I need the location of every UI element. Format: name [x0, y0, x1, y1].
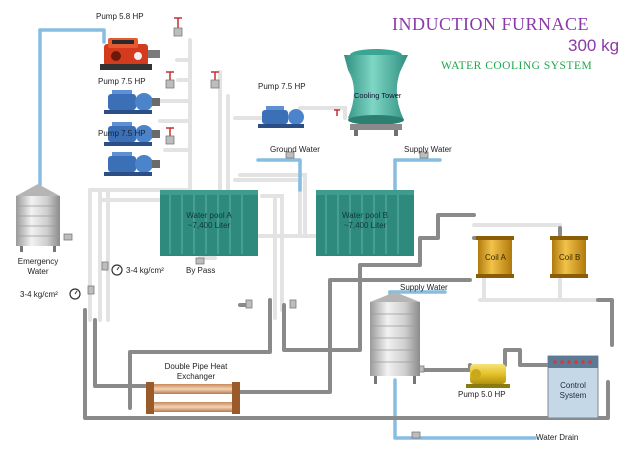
label-heat-exchanger: Double Pipe Heat Exchanger — [164, 362, 228, 381]
label-pump-75-a: Pump 7.5 HP — [98, 77, 146, 86]
valve-icons — [166, 17, 340, 136]
label-pump-75-c: Pump 7.5 HP — [258, 82, 306, 91]
coil-b-icon — [550, 236, 588, 278]
label-coil-b: Coil B — [559, 253, 581, 262]
pressure-gauge-icon-1 — [111, 264, 123, 276]
heat-exchanger-icon — [146, 382, 240, 414]
pipe-grey-hx-to-pool — [128, 298, 272, 410]
water-pool-b — [316, 190, 414, 256]
control-system-icon — [547, 355, 599, 419]
label-coil-a: Coil A — [485, 253, 506, 262]
pump-50-icon — [466, 364, 510, 388]
pipe-grey-coil-return — [596, 298, 614, 347]
engine-pump-icon — [100, 38, 160, 70]
emergency-tank-icon — [16, 184, 60, 252]
pipe-grey-pool-b — [282, 213, 476, 352]
label-pool-a-name: Water pool A — [186, 211, 232, 220]
pipe-grey-pump50-out — [503, 348, 562, 367]
label-pump-50: Pump 5.0 HP — [458, 390, 506, 399]
label-bypass: By Pass — [186, 266, 216, 275]
pump-icon-3 — [104, 152, 160, 176]
light-pipes — [88, 38, 612, 322]
pipe-blue-drain — [393, 378, 537, 440]
pump-icon-2 — [104, 122, 160, 146]
pressure-gauge-icon-2 — [69, 288, 81, 300]
pipe-blue-emergency — [38, 28, 106, 44]
label-ground-water: Ground Water — [270, 145, 320, 154]
label-cooling-tower: Cooling Tower — [354, 91, 402, 100]
label-pool-b-name: Water pool B — [342, 211, 388, 220]
pump-icon-1 — [104, 90, 160, 114]
diagram-subtitle: WATER COOLING SYSTEM — [441, 60, 593, 72]
pipe-grey-bottom — [83, 308, 610, 420]
pipe-grey-pump50-in — [418, 363, 472, 372]
label-pool-b-capacity: ~7,400 Liter — [343, 221, 387, 230]
pipe-blue-ground — [256, 158, 302, 192]
label-control-system: Control System — [559, 381, 587, 400]
cooling-tower-icon — [344, 49, 408, 136]
pipe-grey-hx-out — [234, 278, 472, 394]
coil-a-icon — [476, 236, 514, 278]
label-pressure-2: 3-4 kg/cm² — [20, 290, 58, 299]
diagram-capacity: 300 kg — [568, 36, 620, 55]
storage-tank-icon — [370, 292, 420, 384]
label-water-drain: Water Drain — [536, 433, 579, 442]
label-pool-a-capacity: ~7,400 Liter — [187, 221, 231, 230]
label-supply-water-top: Supply Water — [404, 145, 452, 154]
water-pool-a — [160, 190, 258, 256]
diagram-title: INDUCTION FURNACE — [392, 14, 589, 34]
label-emergency-water: Emergency Water — [17, 257, 59, 276]
label-pump-58: Pump 5.8 HP — [96, 12, 144, 21]
label-supply-water-mid: Supply Water — [400, 283, 448, 292]
label-pressure-1: 3-4 kg/cm² — [126, 266, 164, 275]
label-pump-75-b: Pump 7.5 HP — [98, 129, 146, 138]
pump-icon-4 — [258, 106, 304, 128]
grey-pipes — [83, 213, 614, 420]
